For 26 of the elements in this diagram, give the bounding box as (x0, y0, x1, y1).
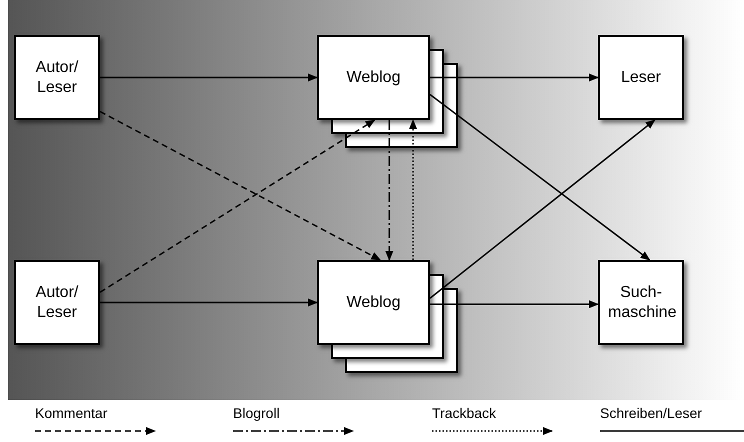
legend-label: Kommentar (35, 404, 108, 422)
arrow (100, 110, 382, 261)
arrow (430, 119, 656, 299)
box-label: Such- maschine (608, 282, 674, 322)
arrow (100, 74, 318, 82)
legend-label: Trackback (432, 404, 496, 422)
arrow (430, 94, 650, 261)
process-box (598, 35, 684, 120)
arrow (430, 300, 599, 308)
arrow (100, 298, 318, 306)
arrow (385, 120, 394, 261)
legend-label: Blogroll (233, 404, 280, 422)
process-box (598, 260, 684, 345)
arrow (409, 119, 418, 260)
process-box (14, 260, 100, 345)
process-box (14, 35, 100, 120)
box-label: Autor/ Leser (34, 282, 80, 322)
legend-label: Schreiben/Leser (600, 404, 702, 422)
box-label: Autor/ Leser (34, 58, 80, 98)
box-label: Weblog (346, 68, 402, 88)
box-label: Leser (620, 68, 662, 88)
process-box (317, 260, 430, 345)
arrow (100, 119, 376, 293)
arrow (430, 74, 599, 82)
process-box (317, 35, 430, 120)
box-label: Weblog (346, 292, 402, 312)
